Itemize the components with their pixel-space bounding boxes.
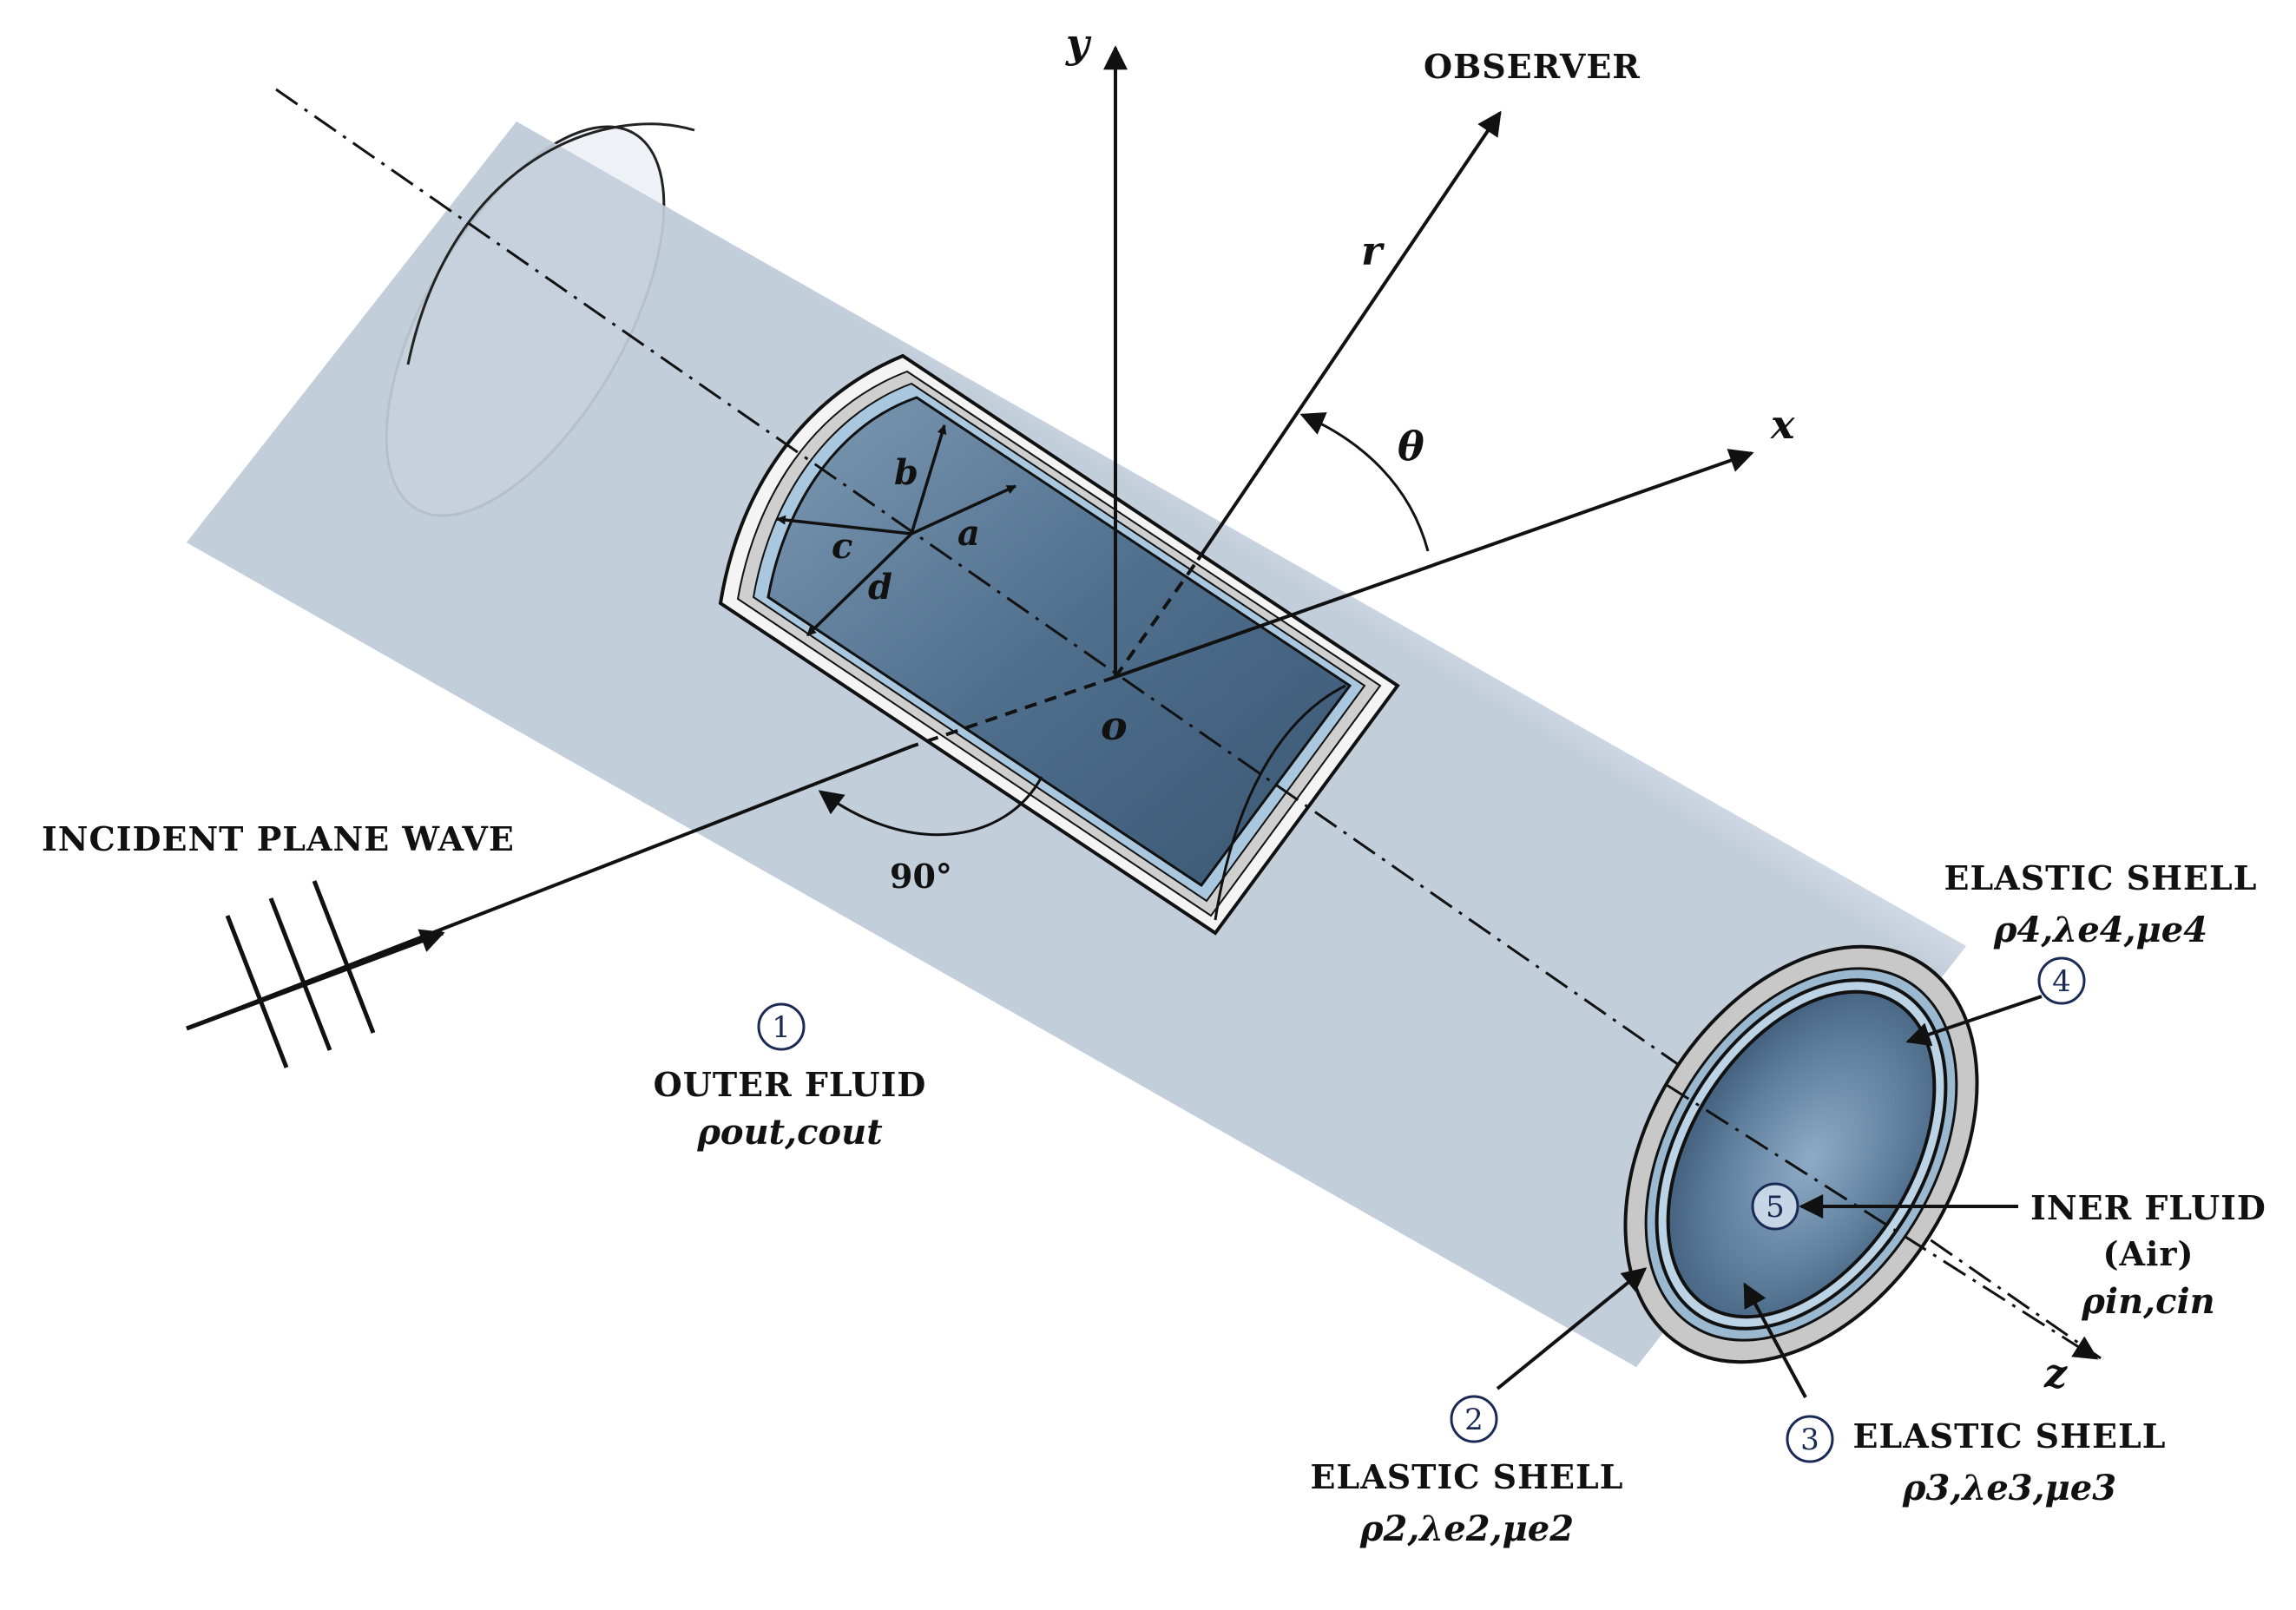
region-5-number: 5 bbox=[1766, 1190, 1785, 1225]
region-1-params: ρout,cout bbox=[696, 1112, 883, 1153]
observer-direction-dashed bbox=[1114, 558, 1200, 679]
incident-direction-dashed bbox=[911, 675, 1116, 748]
region-4-number: 4 bbox=[2052, 964, 2071, 999]
axis-label-y: y bbox=[1065, 20, 1092, 67]
region-2-name: ELASTIC SHELL bbox=[1311, 1457, 1624, 1496]
angle-90-label: 90° bbox=[890, 857, 952, 896]
region-5-name-air: (Air) bbox=[2103, 1234, 2194, 1273]
region-1-name: OUTER FLUID bbox=[654, 1065, 927, 1104]
observer-label: OBSERVER bbox=[1424, 47, 1641, 86]
region-2-elastic-shell: 2 ELASTIC SHELL ρ2,λe2,μe2 bbox=[1311, 1395, 1624, 1549]
incident-wave-symbol bbox=[186, 880, 445, 1068]
observer-ray bbox=[1196, 110, 1502, 562]
axis-label-z: z bbox=[2043, 1350, 2068, 1396]
region-1-outer-fluid: 1 OUTER FLUID ρout,cout bbox=[654, 1002, 927, 1153]
origin-label: o bbox=[1101, 702, 1128, 749]
label-radius-d: d bbox=[868, 567, 892, 608]
region-3-params: ρ3,λe3,μe3 bbox=[1902, 1468, 2116, 1508]
region-3-elastic-shell: 3 ELASTIC SHELL ρ3,λe3,μe3 bbox=[1786, 1415, 2167, 1508]
region-3-number: 3 bbox=[1800, 1423, 1819, 1457]
theta-label: θ bbox=[1398, 423, 1424, 470]
label-radius-a: a bbox=[957, 513, 980, 554]
radius-markers bbox=[775, 424, 1016, 637]
label-radius-c: c bbox=[832, 526, 852, 567]
cutaway-window bbox=[718, 353, 1400, 936]
incident-wave-label: INCIDENT PLANE WAVE bbox=[42, 819, 515, 858]
theta-arc bbox=[1299, 412, 1430, 552]
region-1-number: 1 bbox=[772, 1010, 791, 1045]
region-5-inner-fluid: 5 INER FLUID (Air) ρin,cin bbox=[1751, 1182, 2266, 1322]
x-axis bbox=[1115, 449, 1754, 679]
region-2-number: 2 bbox=[1464, 1403, 1484, 1437]
region-4-name: ELASTIC SHELL bbox=[1944, 858, 2258, 897]
region-2-params: ρ2,λe2,μe2 bbox=[1359, 1508, 1574, 1549]
z-axis bbox=[1666, 1083, 2099, 1360]
region-5-name: INER FLUID bbox=[2030, 1188, 2266, 1227]
r-label: r bbox=[1361, 227, 1385, 274]
region-4-elastic-shell: ELASTIC SHELL ρ4,λe4,μe4 4 bbox=[1944, 858, 2258, 1005]
region-5-params: ρin,cin bbox=[2081, 1281, 2214, 1322]
leader-arrows bbox=[1496, 995, 2043, 1398]
region-4-params: ρ4,λe4,μe4 bbox=[1993, 910, 2207, 950]
axis-label-x: x bbox=[1770, 401, 1795, 448]
region-3-name: ELASTIC SHELL bbox=[1853, 1416, 2167, 1456]
pipe-near-end bbox=[1623, 944, 1979, 1364]
ninety-arc bbox=[818, 776, 1043, 837]
label-radius-b: b bbox=[894, 452, 918, 493]
